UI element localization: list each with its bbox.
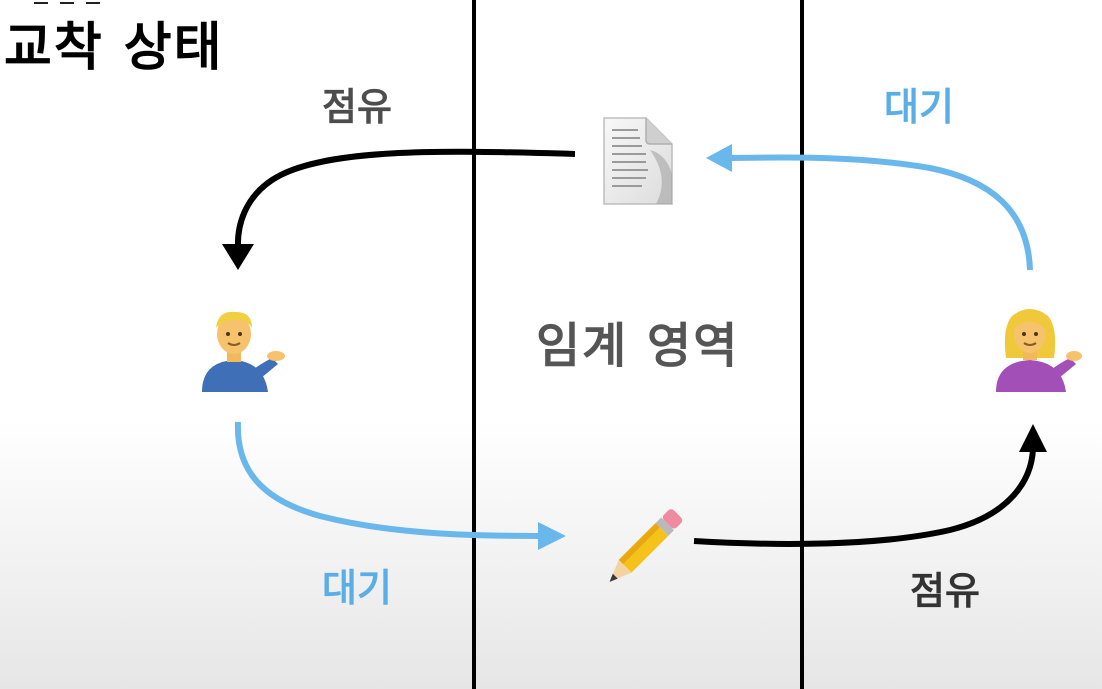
wait-label-top-right: 대기 xyxy=(884,85,954,129)
wait-arrowhead-top-right xyxy=(706,144,732,172)
hold-label-bottom-right: 점유 xyxy=(910,569,980,613)
hold-arrow-bottom-right xyxy=(693,447,1036,547)
critical-section-left-border xyxy=(472,0,476,689)
hold-label-top-left: 점유 xyxy=(322,85,392,129)
hold-arrowhead-bottom-right xyxy=(1019,424,1047,452)
man-tipping-hand-icon xyxy=(202,311,285,392)
pencil-icon xyxy=(609,509,683,582)
hold-arrow-top-left xyxy=(234,148,576,249)
critical-section-label: 임계 영역 xyxy=(536,318,740,374)
document-icon xyxy=(603,117,673,205)
hold-arrowhead-top-left xyxy=(222,244,254,270)
cropped-header-fragment xyxy=(34,0,114,4)
wait-arrowhead-bottom-left xyxy=(538,522,566,550)
wait-arrow-top-right xyxy=(729,154,1033,271)
woman-tipping-hand-icon xyxy=(996,309,1082,392)
critical-section-right-border xyxy=(800,0,804,689)
slide-title: 교착 상태 xyxy=(4,18,224,78)
wait-label-bottom-left: 대기 xyxy=(322,566,392,610)
wait-arrow-bottom-left xyxy=(234,421,541,539)
